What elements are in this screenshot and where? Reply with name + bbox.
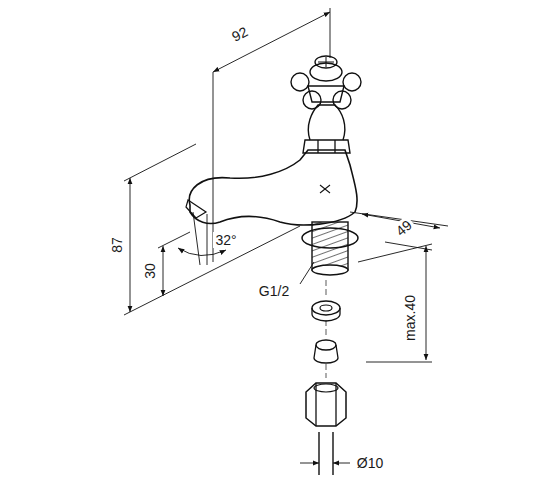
- dimension-label: max.40: [402, 293, 418, 343]
- dimension-label: 87: [109, 235, 125, 255]
- dimension-label: G1/2: [257, 283, 291, 299]
- dimension-label: 92: [228, 22, 253, 45]
- dimension-label: 49: [391, 216, 416, 241]
- dimension-label: 30: [142, 261, 158, 281]
- dimension-label: 32°: [213, 232, 238, 248]
- dimension-label: Ø10: [355, 455, 385, 471]
